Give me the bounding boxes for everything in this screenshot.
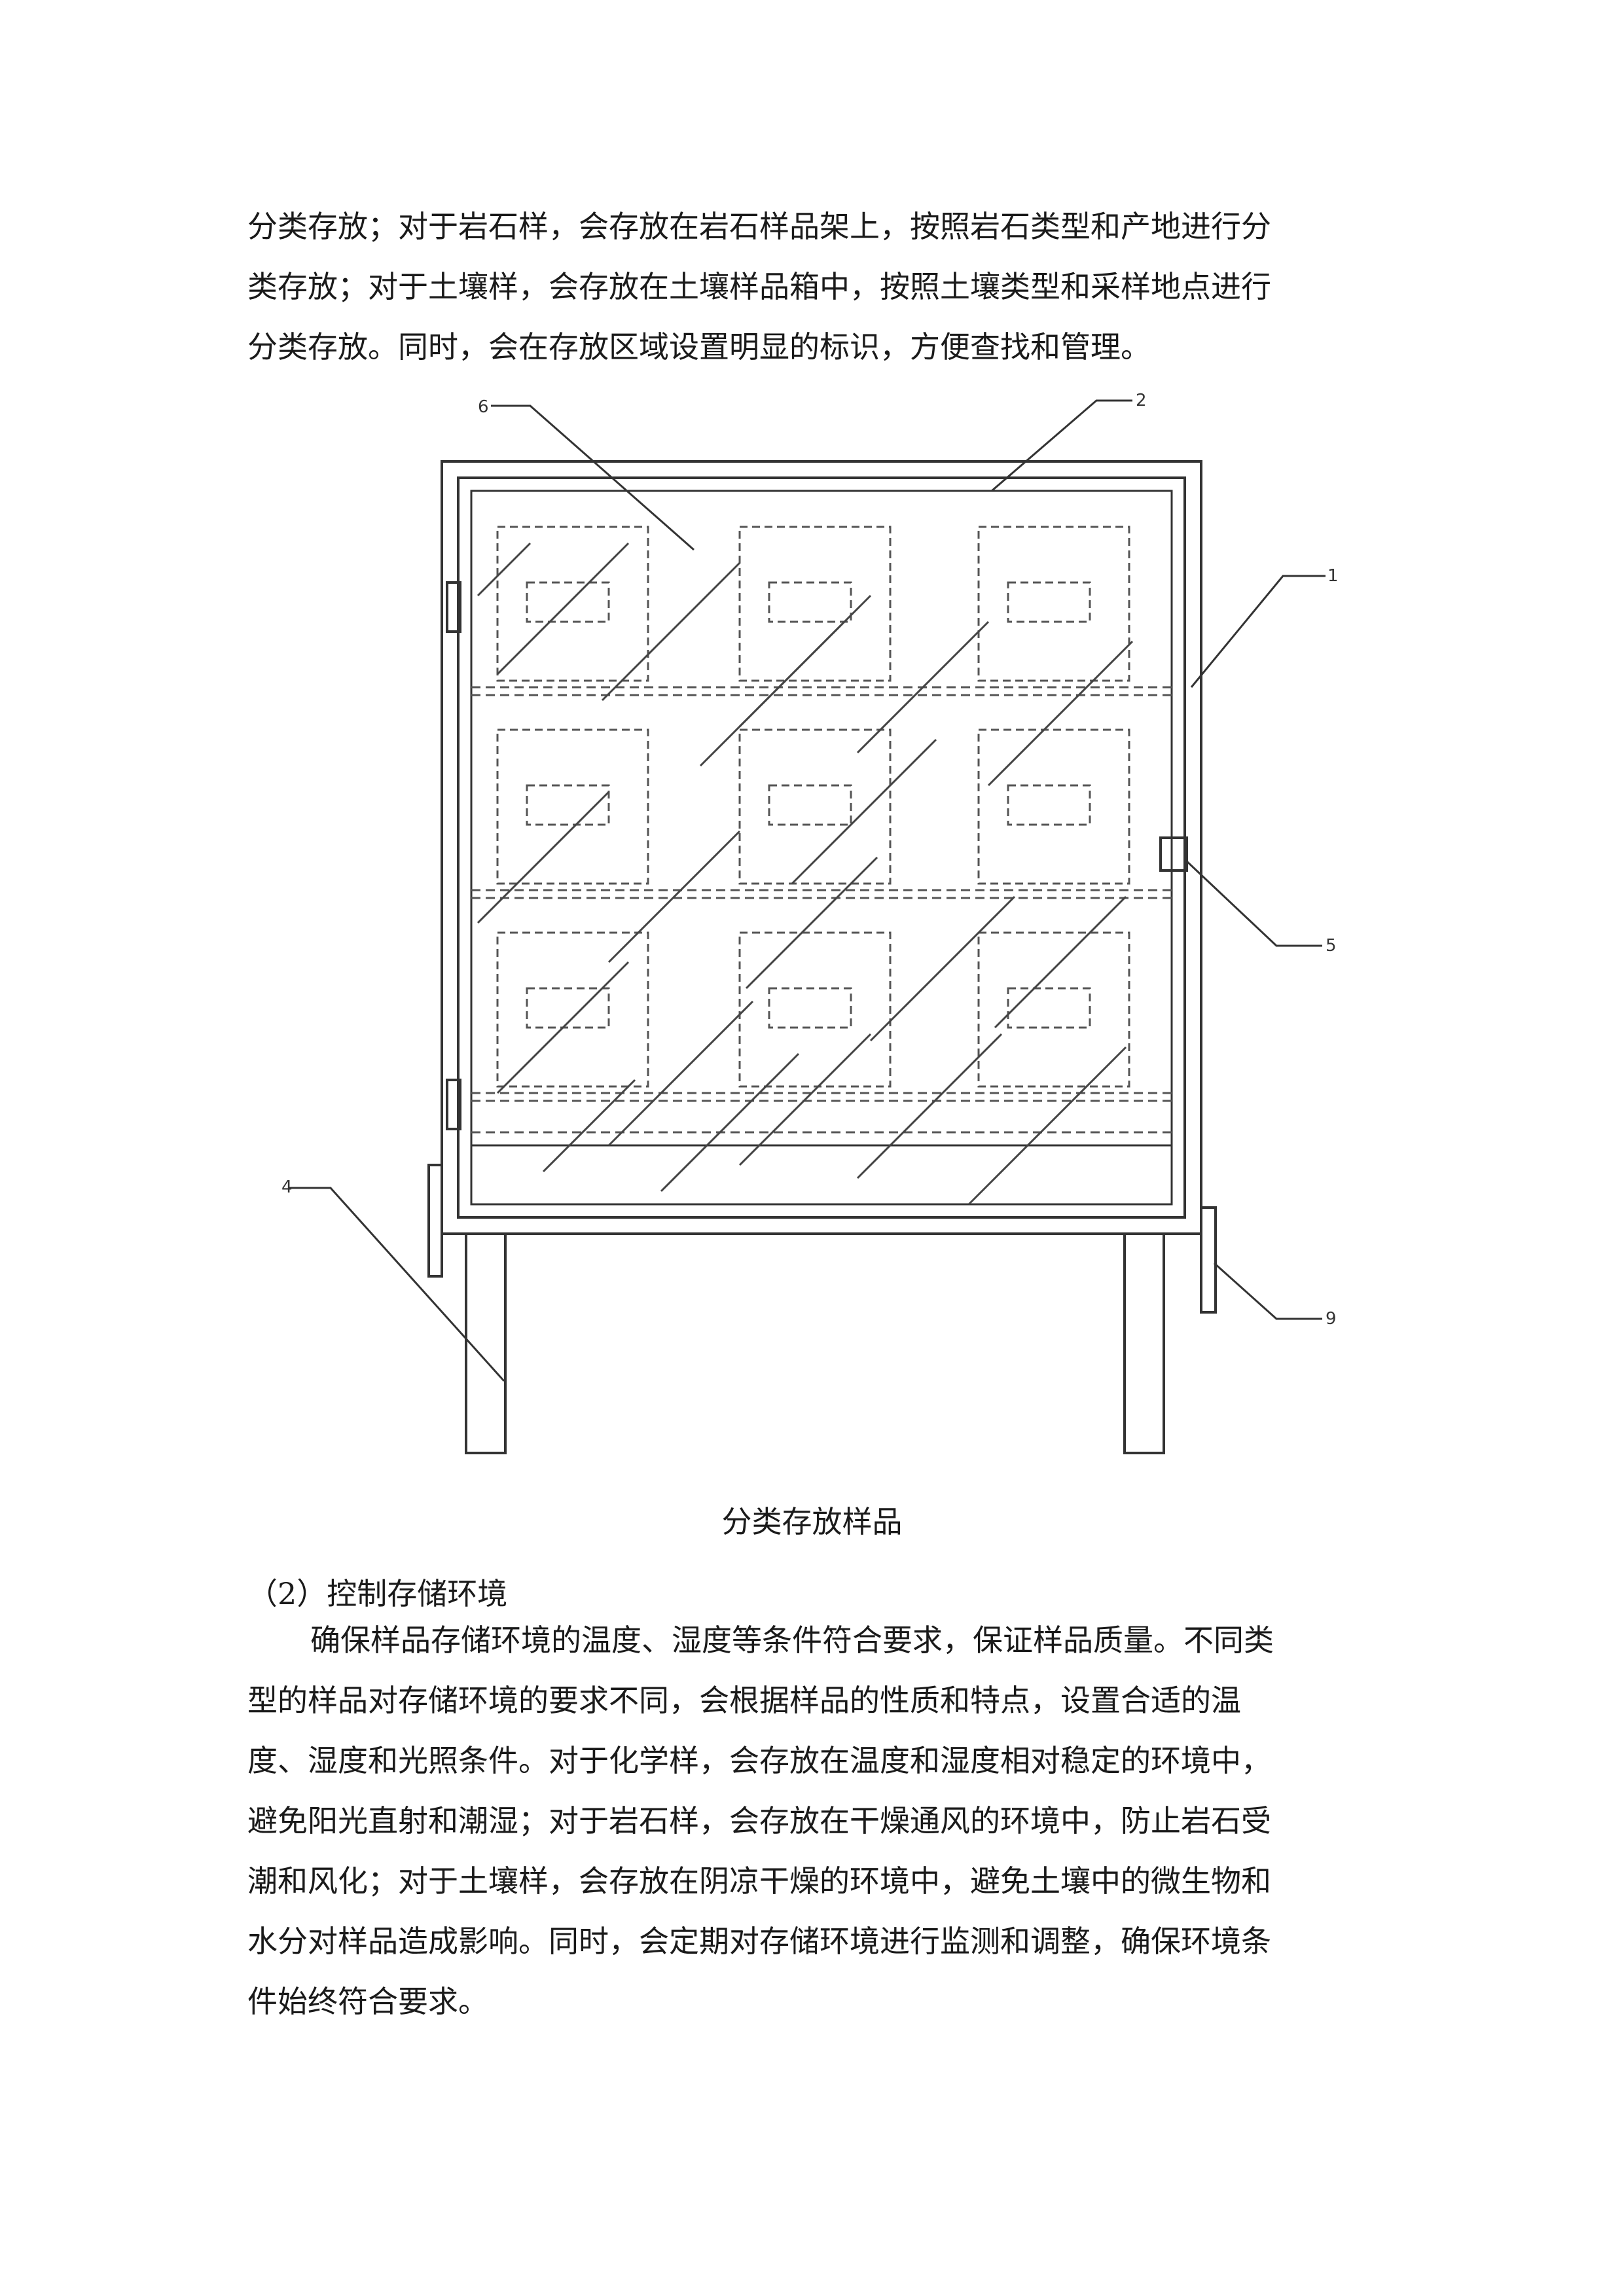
callout-number-6: 6 [478,397,489,417]
sample-box [977,526,1130,682]
leader-5 [1185,859,1322,947]
sample-box-label [1007,987,1091,1029]
sample-box [977,931,1130,1088]
sample-box-label [526,784,610,826]
callout-number-5: 5 [1326,936,1337,956]
sample-box [496,728,649,885]
sample-boxes [496,526,1130,1088]
glass-hatching [477,542,1134,1206]
sample-box-label [768,987,852,1029]
sample-box-label [768,581,852,623]
leader-1 [1190,575,1326,688]
paragraph-line: 分类存放。同时，会在存放区域设置明显的标识，方便查找和管理。 [247,329,1151,365]
cabinet-outer-frame [441,460,1202,1235]
paragraph-line: 避免阳光直射和潮湿；对于岩石样，会存放在干燥通风的环境中，防止岩石受 [247,1803,1271,1839]
sample-box-label [526,987,610,1029]
paragraph-line: 类存放；对于土壤样，会存放在土壤样品箱中，按照土壤类型和采样地点进行 [247,269,1271,304]
paragraph-line: 型的样品对存储环境的要求不同，会根据样品的性质和特点，设置合适的温 [247,1683,1241,1718]
paragraph-line: 分类存放；对于岩石样，会存放在岩石样品架上，按照岩石类型和产地进行分 [247,209,1271,244]
cabinet-inner-frame [457,476,1186,1219]
cabinet-glass-door [470,490,1173,1206]
side-vent-right [1200,1206,1217,1314]
callout-number-4: 4 [281,1177,293,1197]
leader-2 [991,399,1132,492]
callout-number-9: 9 [1326,1309,1337,1329]
sample-box [977,728,1130,885]
leader-6 [491,404,695,551]
sample-box [738,526,892,682]
sample-box-label [1007,581,1091,623]
figure-caption: 分类存放样品 [721,1504,903,1539]
paragraph-bottom: 确保样品存储环境的温度、湿度等条件符合要求，保证样品质量。不同类 型的样品对存储… [247,1610,1386,2032]
paragraph-line: 确保样品存储环境的温度、湿度等条件符合要求，保证样品质量。不同类 [310,1623,1274,1658]
callout-number-1: 1 [1327,566,1339,586]
leader-4 [288,1187,505,1382]
sample-box [738,728,892,885]
cabinet-figure: 6 2 1 5 4 9 [281,386,1348,1499]
hinge-top [446,581,461,633]
hinge-bottom [446,1079,461,1130]
sample-box-label [526,581,610,623]
paragraph-line: 潮和风化；对于土壤样，会存放在阴凉干燥的环境中，避免土壤中的微生物和 [247,1863,1271,1899]
callout-leaders [288,399,1326,1382]
sample-box [738,931,892,1088]
paragraph-line: 度、湿度和光照条件。对于化学样，会存放在温度和湿度相对稳定的环境中， [247,1743,1271,1778]
door-lock [1159,836,1188,872]
section-heading: （2）控制存储环境 [247,1576,508,1611]
paragraph-line: 件始终符合要求。 [247,1984,488,2019]
sample-box-label [1007,784,1091,826]
sample-box [496,526,649,682]
cabinet-left-leg [465,1232,507,1454]
side-panel-left [427,1164,443,1278]
cabinet-right-leg [1123,1232,1165,1454]
sample-box-label [768,784,852,826]
callout-number-2: 2 [1136,391,1147,410]
sample-box [496,931,649,1088]
leader-9 [1213,1262,1322,1320]
paragraph-top: 分类存放；对于岩石样，会存放在岩石样品架上，按照岩石类型和产地进行分 类存放；对… [247,196,1386,377]
paragraph-line: 水分对样品造成影响。同时，会定期对存储环境进行监测和调整，确保环境条 [247,1924,1271,1959]
cabinet-drawing: 6 2 1 5 4 9 [281,391,1339,1454]
